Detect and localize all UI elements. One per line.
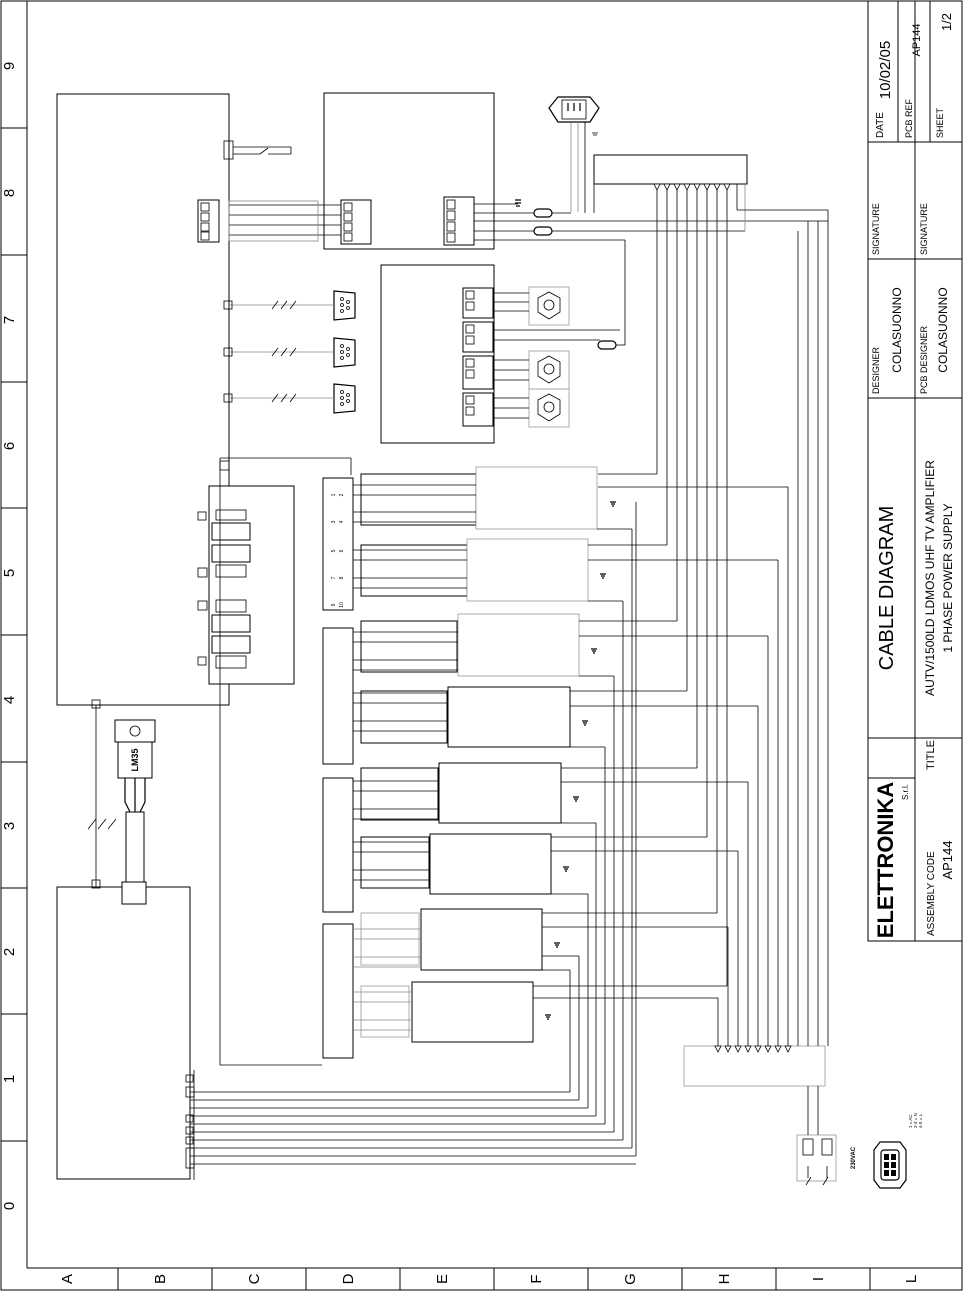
terminal-blocks [197, 196, 494, 427]
interface-board [208, 485, 295, 685]
col-label: G [622, 1273, 639, 1285]
interface-connectors [197, 460, 251, 669]
title-block: DATE 10/02/05 PCB REF AP144 SHEET 1/2 SI… [867, 0, 963, 942]
control-wiring [219, 140, 352, 1066]
dc-return-bar [683, 1045, 826, 1087]
row-label: 1 [1, 1075, 18, 1083]
pcb-ref-label: PCB REF [904, 98, 914, 138]
company-logo-suffix: S.r.l. [901, 784, 910, 800]
plug-legend: 2-3 = N [913, 1113, 918, 1128]
sub-d-connectors [223, 290, 356, 414]
column-labels: A B C D E F G H I L [59, 1273, 920, 1285]
date-label: DATE [875, 112, 886, 138]
sensor-label: LM35 [130, 748, 140, 771]
row-label: 4 [1, 696, 18, 704]
drawing-name: CABLE DIAGRAM [876, 506, 898, 670]
pin-number: 6 [339, 549, 345, 552]
mains-wiring [474, 134, 828, 350]
company-logo: ELETTRONIKA [873, 782, 898, 939]
mains-input: 230VAC 1 = AC 2-3 = N 4-5 = L [796, 1086, 923, 1189]
amplifier-modules: 1 2 3 4 5 6 7 8 9 10 [322, 466, 598, 1059]
pin-number: 9 [331, 603, 337, 606]
col-label: D [340, 1273, 357, 1284]
signature-label: SIGNATURE [919, 203, 929, 255]
row-labels: 9 8 7 6 5 4 3 2 1 0 [1, 62, 18, 1210]
pin-number: 5 [331, 549, 337, 552]
db9-connector-icon [333, 383, 356, 414]
mains-inlet-icon [548, 96, 600, 212]
assembly-code-label: ASSEMBLY CODE [926, 851, 937, 936]
fan-icon [528, 350, 570, 390]
col-label: H [716, 1274, 733, 1285]
pcb-designer-value: COLASUONNO [936, 287, 950, 372]
pcb-designer-label: PCB DESIGNER [919, 325, 929, 394]
row-label: 6 [1, 442, 18, 450]
terminal-block [462, 392, 494, 427]
title-label: TITLE [925, 740, 937, 770]
col-label: B [152, 1274, 169, 1284]
dc-bus-bar [593, 154, 748, 185]
col-label: C [246, 1273, 263, 1284]
row-label: 0 [1, 1202, 18, 1210]
plug-legend: 1 = AC [908, 1114, 913, 1128]
power-distribution-board [56, 886, 191, 1180]
title-line-1: AUTV/1500LD LDMOS UHF TV AMPLIFIER [923, 460, 937, 696]
title-line-2: 1 PHASE POWER SUPPLY [941, 503, 955, 652]
fan-icon [528, 388, 570, 428]
supply-cables [185, 502, 637, 1180]
col-label: F [528, 1274, 545, 1283]
assembly-code-value: AP144 [940, 840, 955, 879]
temperature-sensor: LM35 [87, 699, 156, 905]
terminal-block [462, 355, 494, 390]
fan-icons [528, 286, 570, 428]
col-label: E [434, 1274, 451, 1284]
terminal-block [443, 196, 475, 246]
designer-label: DESIGNER [871, 346, 881, 394]
row-label: 8 [1, 189, 18, 197]
col-label: A [59, 1274, 76, 1284]
db9-connector-icon [333, 290, 356, 321]
row-label: 3 [1, 822, 18, 830]
dc-bus-wiring [533, 183, 829, 1053]
pin-number: 2 [339, 493, 345, 496]
control-board [56, 93, 230, 706]
row-label: 7 [1, 316, 18, 324]
date-value: 10/02/05 [877, 41, 894, 99]
pcb-ref-value: AP144 [911, 23, 923, 56]
col-label: L [903, 1275, 920, 1283]
row-label: 9 [1, 62, 18, 70]
pin-number: 10 [339, 602, 345, 608]
pin-number: 4 [339, 520, 345, 523]
plug-legend: 4-5 = L [918, 1113, 923, 1128]
signature-label: SIGNATURE [871, 203, 881, 255]
sheet-label: SHEET [935, 107, 945, 138]
mains-voltage-label: 230VAC [851, 1146, 857, 1169]
pin-number: 7 [331, 576, 337, 579]
db9-connector-icon [333, 337, 356, 368]
terminal-block [197, 199, 220, 243]
fan-wiring [493, 292, 620, 419]
pin-number: 1 [331, 493, 337, 496]
terminal-block [462, 321, 494, 353]
designer-value: COLASUONNO [890, 287, 904, 372]
pin-number: 3 [331, 520, 337, 523]
power-plug-icon [873, 1141, 907, 1189]
col-label: I [810, 1277, 827, 1281]
fan-icon [528, 286, 570, 326]
terminal-block [462, 287, 494, 319]
pin-number-labels: 1 2 3 4 5 6 7 8 9 10 [331, 493, 345, 607]
terminal-block [340, 199, 372, 245]
row-label: 5 [1, 569, 18, 577]
row-label: 2 [1, 948, 18, 956]
sheet-value: 1/2 [939, 13, 954, 31]
pin-number: 8 [339, 576, 345, 579]
